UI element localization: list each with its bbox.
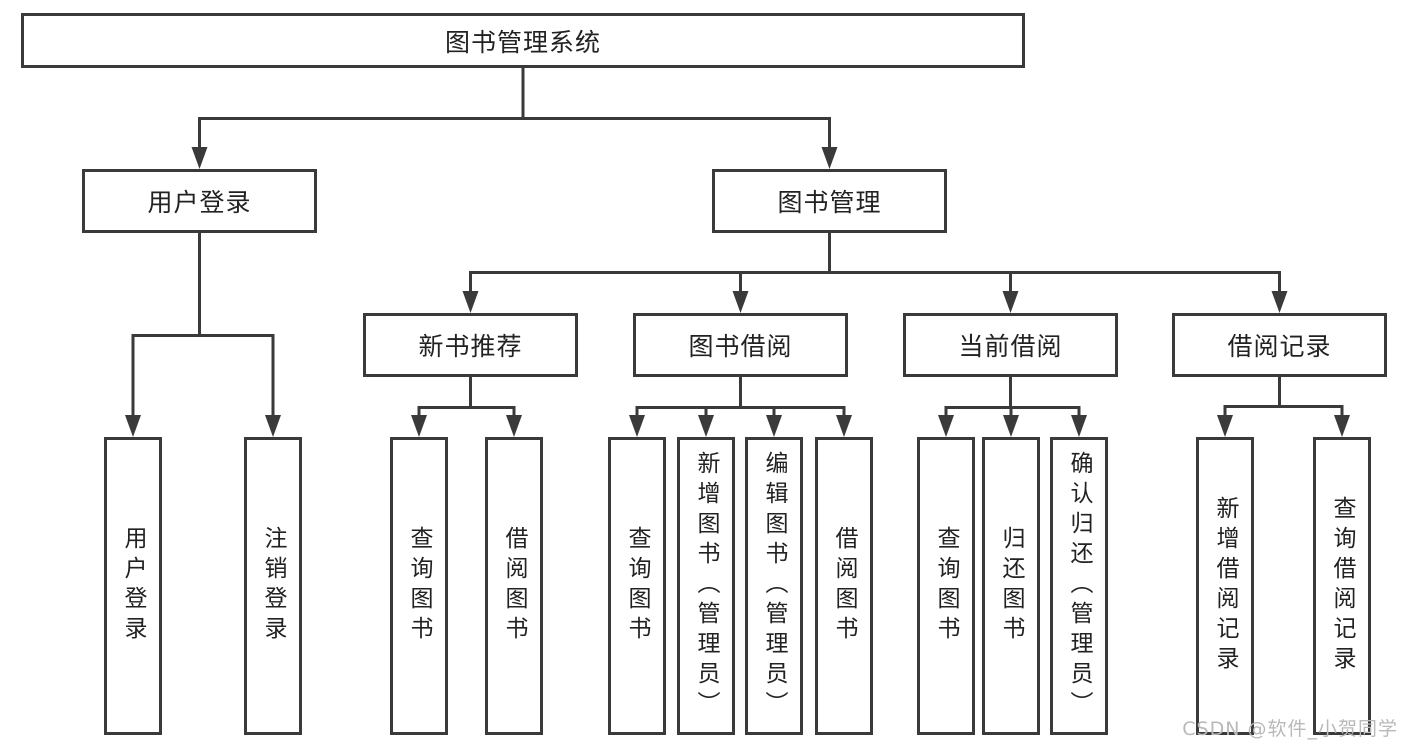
leaf-edit-book-admin: 编辑图书（管理员）: [745, 437, 803, 735]
leaf-query-books-recommend: 查询图书: [390, 437, 448, 735]
node-book-borrow: 图书借阅: [633, 313, 848, 377]
csdn-watermark: CSDN @软件_小贺同学: [1182, 718, 1398, 740]
leaf-user-login: 用户登录: [104, 437, 162, 735]
node-new-book-recommend: 新书推荐: [363, 313, 578, 377]
leaf-add-borrow-record: 新增借阅记录: [1196, 437, 1254, 735]
connector-root-to-level2: [191, 66, 838, 169]
node-borrow-records: 借阅记录: [1172, 313, 1387, 377]
leaf-add-book-admin: 新增图书（管理员）: [677, 437, 735, 735]
leaf-borrow-books: 借阅图书: [815, 437, 873, 735]
leaf-query-borrow-record: 查询借阅记录: [1313, 437, 1371, 735]
leaf-logout: 注销登录: [244, 437, 302, 735]
node-current-borrow: 当前借阅: [903, 313, 1118, 377]
connector-current-borrow-to-leaves: [938, 375, 1087, 437]
connector-book-management-to-level3: [462, 231, 1288, 313]
leaf-query-books-current: 查询图书: [917, 437, 975, 735]
node-user-login: 用户登录: [82, 169, 317, 233]
connector-new-book-recommend-to-leaves: [411, 375, 522, 437]
leaf-confirm-return-admin: 确认归还（管理员）: [1050, 437, 1108, 735]
connector-user-login-to-leaves: [125, 231, 281, 437]
connector-borrow-records-to-leaves: [1217, 375, 1350, 437]
connector-book-borrow-to-leaves: [629, 375, 852, 437]
node-root-system: 图书管理系统: [21, 13, 1025, 68]
leaf-query-books-borrow: 查询图书: [608, 437, 666, 735]
node-book-management: 图书管理: [712, 169, 947, 233]
leaf-return-book: 归还图书: [982, 437, 1040, 735]
leaf-borrow-books-recommend: 借阅图书: [485, 437, 543, 735]
